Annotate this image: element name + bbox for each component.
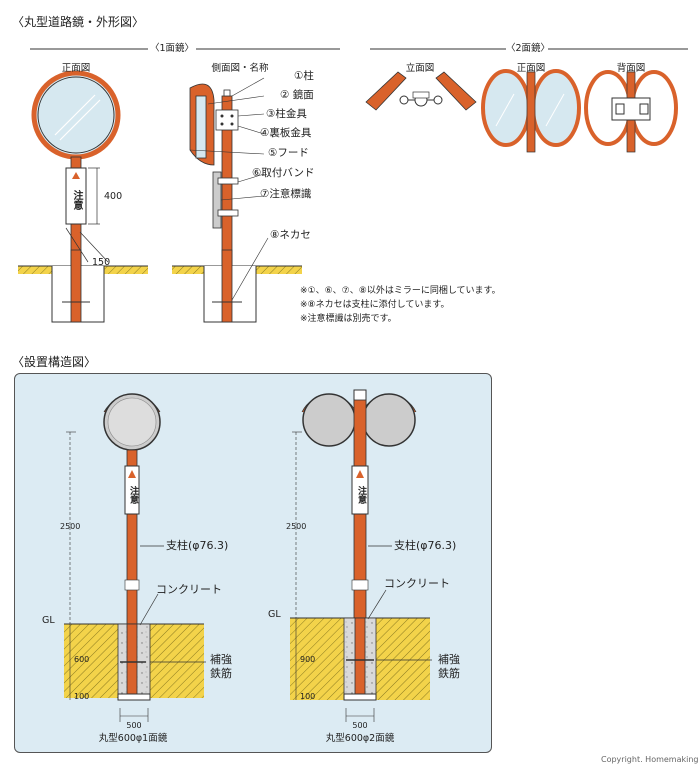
install-left-sign-text: 注意 [128, 486, 138, 504]
install-left-depth: 600 [74, 655, 90, 664]
install-left-concrete-label: コンクリート [156, 583, 222, 596]
part-label-3: ③柱金具 [266, 108, 307, 120]
part-label-7: ⑦注意標識 [260, 188, 312, 200]
double-section-label: 〈2面鏡〉 [506, 43, 551, 54]
install-left-width: 500 [126, 721, 142, 730]
install-right-rebar-1: 補強 [438, 653, 460, 666]
single-dim-150: 150 [92, 257, 111, 268]
install-right-width: 500 [352, 721, 368, 730]
single-front-view-label: 正面図 [61, 63, 91, 74]
part-label-2: ② 鏡面 [280, 89, 314, 101]
part-label-8: ⑧ネカセ [270, 229, 311, 241]
install-left-height: 2500 [60, 522, 81, 531]
double-elevation-view [365, 71, 477, 111]
double-back-view [584, 70, 678, 153]
install-right-height: 2500 [286, 522, 307, 531]
install-left-post-label: 支柱(φ76.3) [166, 539, 229, 552]
single-side-view-label: 側面図・名称 [211, 63, 269, 74]
install-left-drawing [64, 393, 206, 722]
double-back-view-label: 背面図 [616, 63, 646, 74]
install-right-drawing [290, 389, 432, 722]
install-right-gl: GL [268, 609, 281, 620]
install-left-base: 100 [74, 692, 90, 701]
single-section-label: 〈1面鏡〉 [150, 43, 195, 54]
install-left-caption: 丸型600φ1面鏡 [98, 733, 168, 744]
install-right-depth: 900 [300, 655, 316, 664]
note-2: ※⑧ネカセは支柱に添付しています。 [300, 300, 450, 310]
double-elevation-label: 立面図 [405, 63, 435, 74]
single-side-view [172, 77, 302, 323]
install-right-rebar-2: 鉄筋 [438, 667, 460, 680]
install-right-base: 100 [300, 692, 316, 701]
single-dim-400: 400 [104, 191, 123, 202]
install-left-rebar-1: 補強 [210, 653, 232, 666]
install-right-post-label: 支柱(φ76.3) [394, 539, 457, 552]
copyright: Copyright. Homemaking [601, 755, 699, 764]
double-front-view [481, 69, 581, 153]
install-title: 〈設置構造図〉 [12, 355, 97, 369]
part-label-4: ④裏板金具 [260, 127, 312, 139]
note-1: ※①、⑥、⑦、⑧以外はミラーに同梱しています。 [300, 286, 501, 296]
part-label-6: ⑥取付バンド [252, 167, 315, 179]
part-label-5: ⑤フード [268, 147, 309, 159]
single-front-view [18, 70, 148, 323]
install-right-sign-text: 注意 [356, 486, 366, 504]
install-left-rebar-2: 鉄筋 [210, 667, 232, 680]
single-sign-text: 注意 [71, 190, 82, 210]
double-front-view-label: 正面図 [516, 63, 546, 74]
install-right-caption: 丸型600φ2面鏡 [325, 733, 395, 744]
install-right-concrete-label: コンクリート [384, 577, 450, 590]
part-label-1: ①柱 [294, 70, 314, 82]
page-title: 〈丸型道路鏡・外形図〉 [12, 15, 145, 29]
note-3: ※注意標識は別売です。 [300, 314, 397, 324]
install-left-gl: GL [42, 615, 55, 626]
